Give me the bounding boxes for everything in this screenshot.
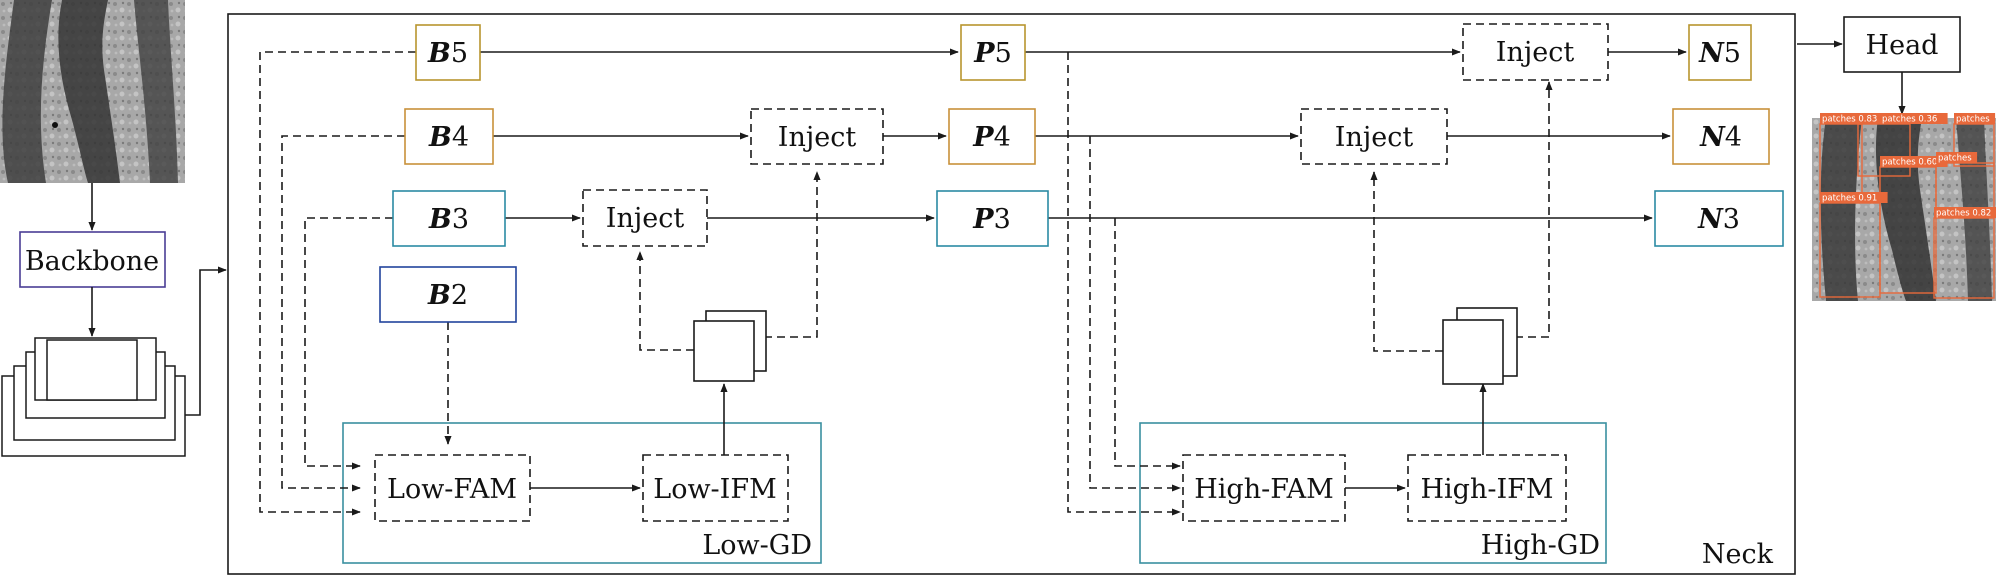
detection-label: patches 0.60 bbox=[1882, 158, 1937, 168]
detection-label: patches 0.83 bbox=[1822, 115, 1877, 125]
svg-text:Inject: Inject bbox=[606, 203, 685, 234]
node-n3: N3 bbox=[1654, 190, 1784, 247]
svg-text:High-FAM: High-FAM bbox=[1194, 474, 1334, 505]
backbone-label: Backbone bbox=[25, 246, 159, 277]
detection-label: patches bbox=[1938, 154, 1972, 164]
detection-label: patches bbox=[1956, 115, 1990, 125]
neck-label: Neck bbox=[1702, 539, 1774, 570]
svg-text:B4: B4 bbox=[428, 122, 469, 153]
svg-text:Inject: Inject bbox=[778, 122, 857, 153]
node-p4: P4 bbox=[948, 108, 1036, 165]
svg-text:P4: P4 bbox=[972, 122, 1011, 153]
svg-text:N3: N3 bbox=[1697, 204, 1740, 235]
inject-module-low-3: Inject bbox=[582, 189, 708, 247]
node-b2: B2 bbox=[379, 266, 517, 323]
svg-text:B3: B3 bbox=[428, 204, 469, 235]
detection-label-bg bbox=[1954, 113, 1996, 124]
low-feature-stack-icon bbox=[693, 310, 767, 382]
svg-text:B5: B5 bbox=[427, 38, 468, 69]
detection-label: patches 0.82 bbox=[1936, 209, 1991, 219]
inject-module-high-5: Inject bbox=[1462, 23, 1609, 81]
low-gd-label: Low-GD bbox=[702, 530, 812, 561]
svg-text:N5: N5 bbox=[1698, 38, 1741, 69]
backbone-box: Backbone bbox=[19, 231, 166, 288]
feature-pyramid-stack-icon bbox=[1, 337, 186, 457]
input-image bbox=[0, 0, 185, 183]
node-n4: N4 bbox=[1672, 108, 1770, 165]
node-b4: B4 bbox=[404, 108, 494, 165]
high-gd-frame bbox=[1139, 422, 1607, 564]
node-p5: P5 bbox=[960, 24, 1026, 81]
low-fam-module: Low-FAM bbox=[374, 454, 531, 522]
svg-text:P5: P5 bbox=[973, 38, 1012, 69]
solid-connections bbox=[88, 40, 1906, 492]
inject-module-low-4: Inject bbox=[750, 108, 884, 165]
svg-text:Low-IFM: Low-IFM bbox=[653, 474, 776, 505]
low-gd-frame bbox=[342, 422, 822, 564]
svg-text:N4: N4 bbox=[1699, 122, 1742, 153]
svg-text:Inject: Inject bbox=[1496, 37, 1575, 68]
dashed-connections bbox=[259, 51, 1553, 516]
high-fam-module: High-FAM bbox=[1182, 454, 1346, 522]
detection-label-bg bbox=[1880, 156, 1948, 167]
detection-label-bg bbox=[1936, 152, 1978, 163]
neck-frame bbox=[227, 13, 1796, 575]
detection-label: patches 0.36 bbox=[1882, 115, 1937, 125]
node-n5: N5 bbox=[1688, 24, 1752, 81]
node-b3: B3 bbox=[392, 190, 506, 247]
low-ifm-module: Low-IFM bbox=[642, 454, 789, 522]
head-box: Head bbox=[1843, 16, 1961, 73]
svg-text:Low-FAM: Low-FAM bbox=[387, 474, 517, 505]
detection-label-bg bbox=[1934, 207, 1996, 218]
detection-label: patches 0.91 bbox=[1822, 194, 1877, 204]
svg-text:B2: B2 bbox=[427, 280, 468, 311]
detection-label-bg bbox=[1820, 192, 1888, 203]
detection-label-bg bbox=[1880, 113, 1948, 124]
svg-text:P3: P3 bbox=[972, 204, 1011, 235]
high-feature-stack-icon bbox=[1442, 307, 1518, 385]
high-gd-label: High-GD bbox=[1481, 530, 1600, 561]
node-b5: B5 bbox=[415, 24, 481, 81]
inject-module-high-4: Inject bbox=[1300, 108, 1448, 165]
svg-text:Head: Head bbox=[1866, 30, 1939, 61]
svg-text:Inject: Inject bbox=[1335, 122, 1414, 153]
high-ifm-module: High-IFM bbox=[1407, 454, 1567, 522]
detection-label-bg bbox=[1820, 113, 1888, 124]
node-p3: P3 bbox=[936, 190, 1049, 247]
svg-text:High-IFM: High-IFM bbox=[1420, 474, 1553, 505]
